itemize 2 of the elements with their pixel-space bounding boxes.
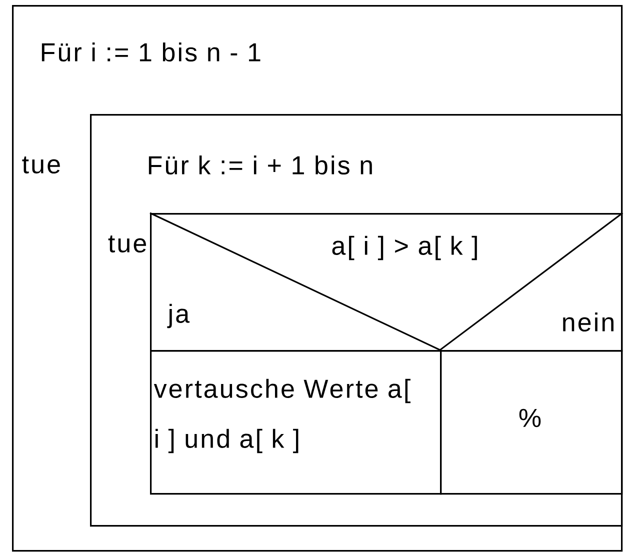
process-box: vertausche Werte a[ i ] und a[ k ]: [150, 350, 442, 495]
process-box: %: [440, 350, 623, 495]
